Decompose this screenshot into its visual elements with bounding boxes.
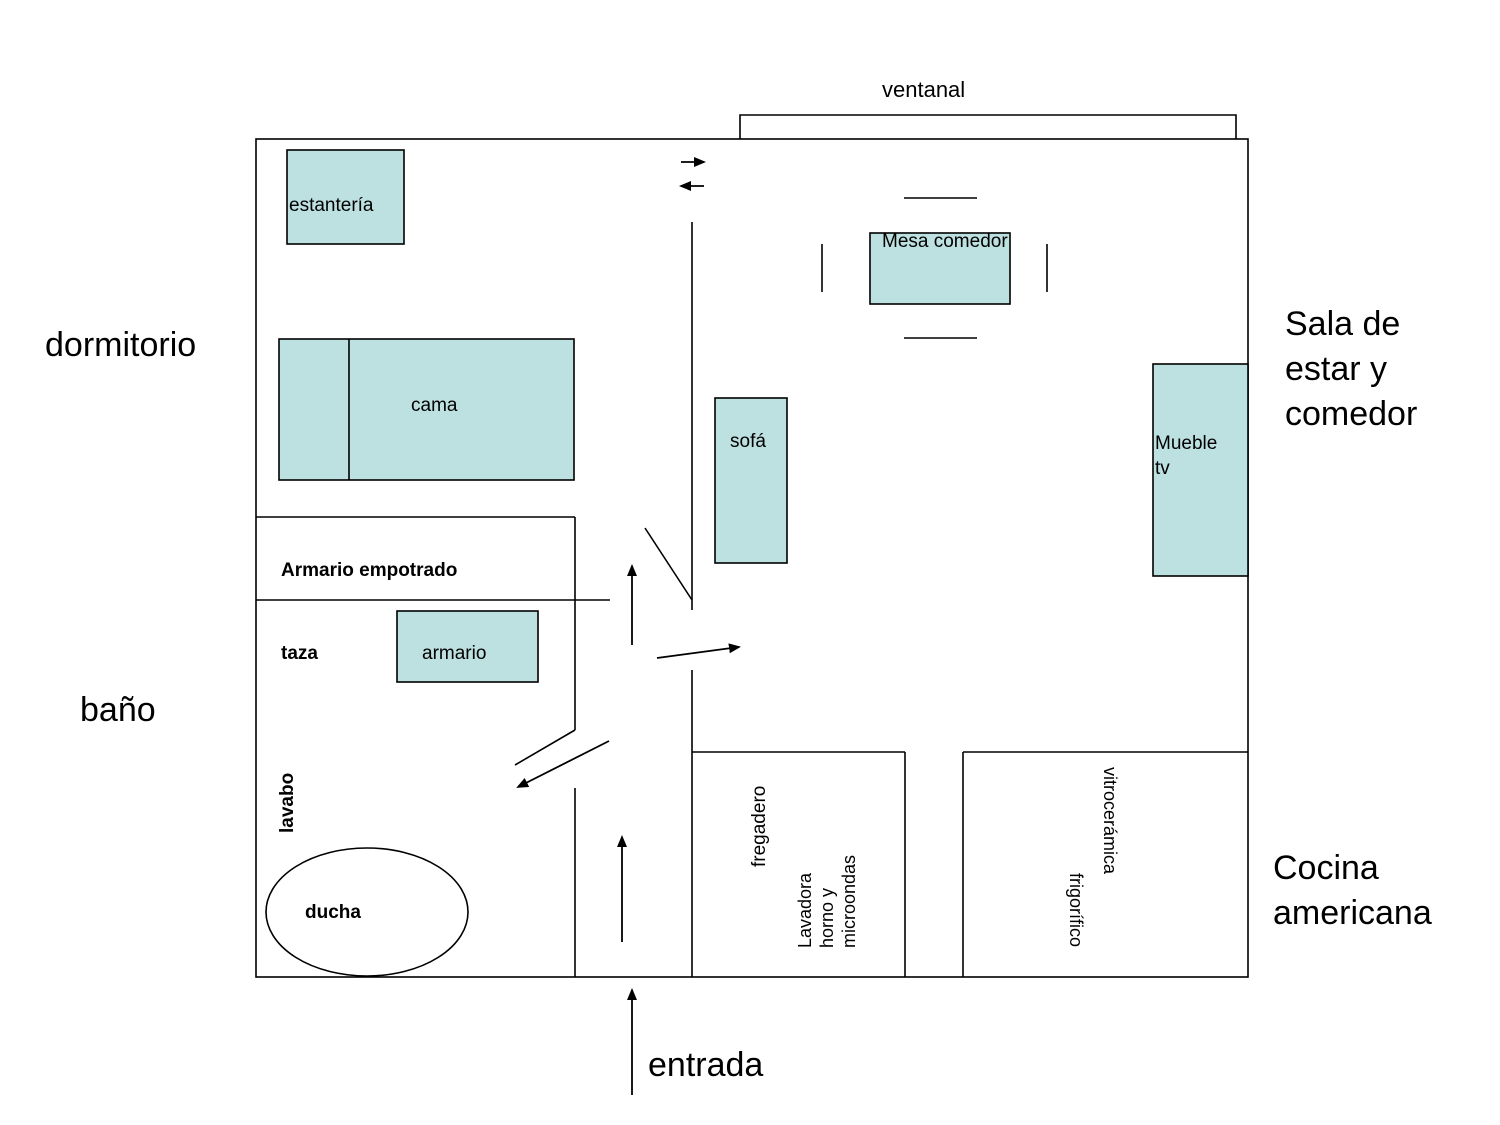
mueble-tv xyxy=(1152,363,1249,577)
label-estanteria: estantería xyxy=(289,195,374,216)
room-label-sala-line-3: comedor xyxy=(1285,395,1418,433)
label-horno: horno y xyxy=(817,887,837,948)
room-label-bano: baño xyxy=(80,691,156,729)
room-label-dormitorio: dormitorio xyxy=(45,326,197,364)
room-label-sala: Sala de estar y comedor xyxy=(1285,302,1417,437)
estanteria-shelf xyxy=(286,149,405,245)
label-lavadora: Lavadora xyxy=(795,872,815,948)
label-taza: taza xyxy=(281,643,318,664)
label-sofa: sofá xyxy=(730,431,766,452)
label-microondas: microondas xyxy=(839,854,859,948)
bath-arrow xyxy=(516,740,610,788)
label-cama: cama xyxy=(411,395,458,416)
armario-cabinet xyxy=(396,610,539,683)
label-mueble-tv-line-1: Mueble xyxy=(1155,433,1218,454)
label-ducha: ducha xyxy=(305,902,361,923)
mesa-comedor-table xyxy=(869,232,1011,305)
room-label-sala-line-2: estar y xyxy=(1285,350,1388,388)
room-label-cocina: Cocina americana xyxy=(1273,846,1432,936)
room-label-entrada: entrada xyxy=(648,1046,764,1084)
room-label-sala-line-1: Sala de xyxy=(1285,305,1401,343)
label-mueble-tv-line-2: tv xyxy=(1155,458,1170,479)
living-arrow xyxy=(656,643,741,659)
label-armario: armario xyxy=(422,643,487,664)
room-label-cocina-line-2: americana xyxy=(1273,894,1432,932)
label-armario-empotrado: Armario empotrado xyxy=(281,560,458,581)
cama-bed xyxy=(278,338,575,481)
ventanal-window xyxy=(739,114,1237,139)
label-mesa-comedor: Mesa comedor xyxy=(882,231,1008,252)
bath-door xyxy=(514,729,576,766)
ducha-shower xyxy=(265,847,469,977)
label-mueble-tv: Mueble tv xyxy=(1155,431,1217,481)
label-lavabo: lavabo xyxy=(277,772,298,833)
room-label-cocina-line-1: Cocina xyxy=(1273,849,1379,887)
bedroom-door xyxy=(644,527,693,601)
label-fregadero: fregadero xyxy=(749,785,770,867)
label-ventanal: ventanal xyxy=(882,77,966,102)
sofa xyxy=(714,397,788,564)
label-vitroceramica: vitrocerámica xyxy=(1100,767,1120,875)
label-frigorifico: frigorífico xyxy=(1066,873,1086,948)
